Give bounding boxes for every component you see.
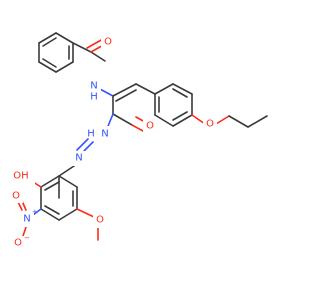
bond: [215, 115, 230, 125]
bond: [247, 115, 268, 128]
bond: [22, 226, 27, 237]
methoxy-oxygen-label: O: [96, 215, 104, 226]
nitro-negative-charge: −: [24, 234, 30, 242]
bond: [172, 83, 193, 95]
bond: [131, 124, 144, 132]
hydrazide-oxygen-label: O: [146, 121, 154, 132]
bond: [72, 42, 92, 53]
bond: [55, 61, 74, 73]
nitro-top-oxygen-label: O: [12, 191, 20, 202]
bond: [38, 61, 57, 73]
bond: [154, 114, 174, 127]
bond: [17, 201, 23, 211]
bond: [135, 83, 156, 95]
amide-nitrogen-label: N: [90, 81, 97, 92]
nitro-bottom-oxygen-label: O: [14, 238, 22, 249]
imine-nitrogen-label: N: [75, 153, 82, 164]
benzoyl-ring: [38, 32, 74, 73]
bond: [40, 175, 60, 188]
bond: [76, 208, 95, 218]
propoxy-oxygen-label: O: [206, 119, 214, 130]
bond: [90, 51, 106, 62]
bond: [172, 114, 193, 127]
nitro-nitrogen-label: N: [23, 214, 30, 225]
atom-labels: O N H O N H N O OH O N + O O −: [9, 35, 217, 251]
bond: [42, 58, 57, 68]
nitro-positive-charge: +: [32, 208, 38, 216]
bond: [55, 32, 74, 44]
bond: [44, 181, 60, 191]
bond: [58, 208, 78, 221]
bond: [38, 32, 57, 44]
hydrazide-linkage: [58, 113, 146, 177]
bond: [115, 89, 137, 102]
bond: [44, 205, 60, 215]
chemical-structure-diagram: O N H O N H N O OH O N + O O −: [9, 32, 268, 251]
bond: [42, 37, 57, 47]
bond: [191, 114, 206, 125]
hydroxy-group-label: OH: [13, 171, 28, 182]
bond: [154, 83, 174, 95]
bond: [172, 88, 188, 98]
ring-substituents: [17, 179, 99, 241]
bond: [112, 83, 137, 97]
bond: [172, 111, 188, 121]
hydrazide-hydrogen-label: H: [87, 129, 95, 140]
bond: [112, 113, 133, 126]
amide-hydrogen-label: H: [90, 92, 98, 103]
hydrazide-nitrogen-label: N: [101, 129, 108, 140]
amide-linkage: [97, 83, 137, 115]
bond: [58, 175, 78, 188]
bond: [86, 38, 104, 49]
propoxy-chain: [191, 114, 268, 128]
nitro-methoxy-phenyl-ring: [40, 175, 78, 221]
bond: [40, 208, 60, 221]
bond: [76, 138, 89, 151]
bond: [228, 115, 249, 128]
propoxyphenyl-ring: [135, 83, 193, 127]
benzoyl-oxygen-label: O: [104, 37, 112, 48]
